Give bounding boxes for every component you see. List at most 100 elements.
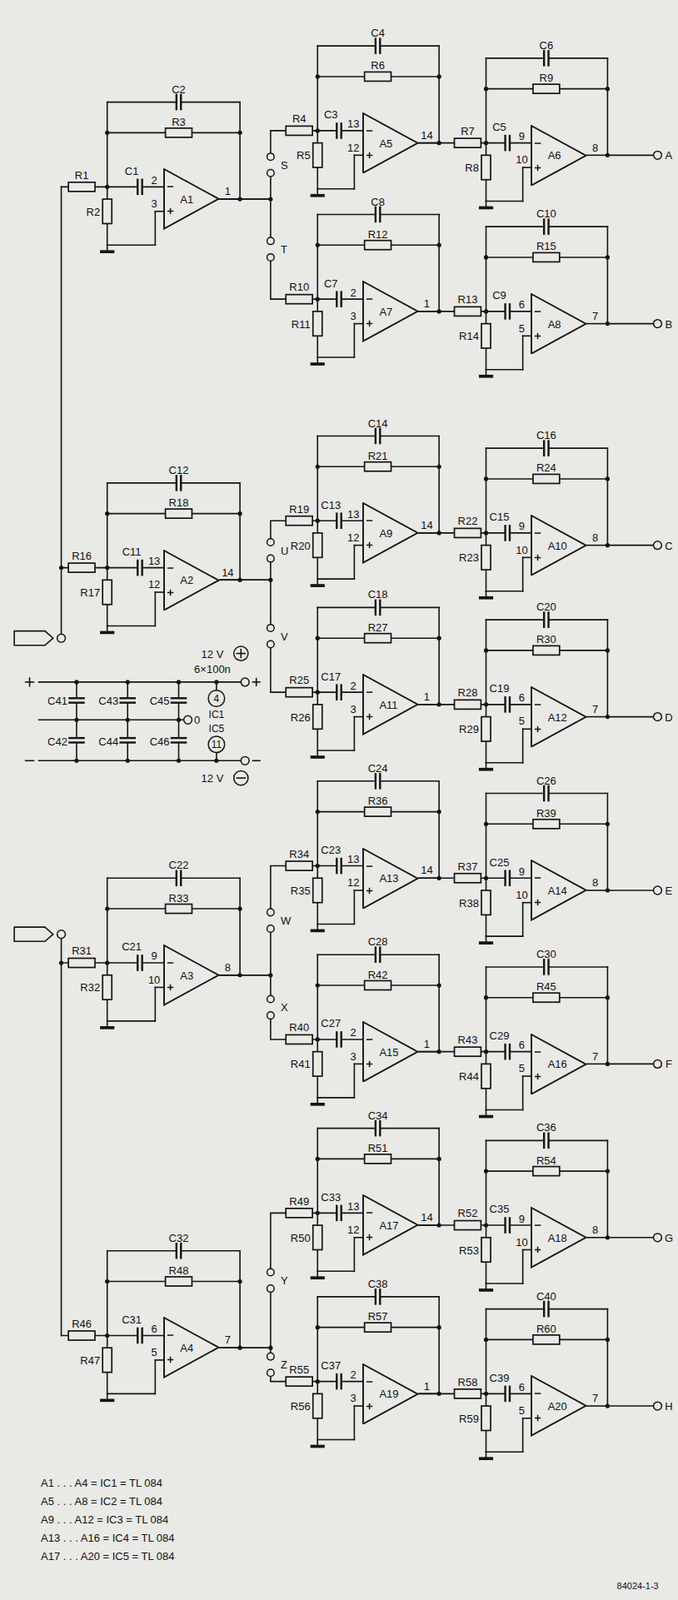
junction-dot <box>437 1156 442 1162</box>
wire <box>523 727 532 730</box>
part-name: C37 <box>320 1360 341 1371</box>
part-name: R23 <box>458 552 479 564</box>
capacitor-plate <box>136 179 139 195</box>
resistor-symbol <box>102 1347 112 1372</box>
resistor-symbol <box>454 306 482 316</box>
minus-symbol <box>25 759 35 762</box>
capacitor-plate <box>547 219 549 235</box>
capacitor-plate <box>339 513 342 529</box>
part-name: C8 <box>370 195 385 207</box>
minus-symbol <box>534 703 541 706</box>
op-amp-name: A11 <box>378 698 398 710</box>
part-name: C14 <box>368 417 389 429</box>
capacitor-plate <box>508 1386 511 1401</box>
junction-dot <box>104 184 110 190</box>
part-name: C32 <box>169 1231 190 1243</box>
plus-symbol <box>368 320 371 327</box>
op-amp: A12 <box>530 686 587 748</box>
terminal-ring <box>653 541 663 550</box>
resistor-symbol <box>533 819 560 829</box>
minus-symbol <box>534 1393 541 1396</box>
junction-dot <box>315 518 320 524</box>
op-amp-triangle <box>363 848 418 909</box>
resistor-symbol <box>165 904 193 914</box>
pin-number: 5 <box>518 715 525 727</box>
pin-number: 7 <box>592 702 599 714</box>
junction-dot <box>483 86 489 91</box>
capacitor-plate <box>543 959 545 974</box>
capacitor-plate <box>508 1218 511 1233</box>
junction-dot <box>605 254 610 260</box>
wire <box>438 954 440 1052</box>
junction-dot <box>437 1049 442 1054</box>
ground-symbol <box>478 941 494 945</box>
ground-wire <box>316 1271 319 1277</box>
part-name: R9 <box>539 72 554 84</box>
wire <box>353 544 363 547</box>
junction-dot <box>605 1235 610 1240</box>
wire <box>316 954 319 1040</box>
resistor-symbol <box>364 462 392 472</box>
minus-symbol <box>252 759 260 762</box>
jumper-name: X <box>280 1002 289 1013</box>
resistor-symbol <box>454 138 482 148</box>
wire <box>587 323 609 325</box>
resistor-symbol <box>364 980 392 990</box>
junction-dot <box>315 74 320 79</box>
part-name: C36 <box>536 1121 557 1133</box>
wire <box>587 1063 609 1066</box>
junction-dot <box>176 679 181 684</box>
part-name: R4 <box>292 113 307 125</box>
junction-dot <box>483 1169 489 1174</box>
junction-dot <box>237 1279 242 1284</box>
capacitor-plate <box>378 947 381 963</box>
jumper-gap <box>267 1002 274 1013</box>
resistor-symbol <box>165 1276 193 1287</box>
op-amp-name: A1 <box>179 194 194 205</box>
capacitor-plate <box>508 871 511 886</box>
wire <box>239 483 241 580</box>
minus-symbol <box>167 962 174 964</box>
junction-dot <box>605 1337 610 1342</box>
capacitor-plate <box>374 947 377 963</box>
junction-dot <box>437 1391 442 1396</box>
plus-symbol <box>537 1072 539 1079</box>
output-name: A <box>665 149 674 161</box>
resistor-symbol <box>533 252 560 262</box>
junction-dot <box>437 243 442 248</box>
minus-symbol <box>366 1038 373 1041</box>
capacitor-plate <box>374 773 377 788</box>
pin-number: 2 <box>350 1026 357 1038</box>
capacitor-plate <box>140 1328 143 1343</box>
part-name: R58 <box>458 1375 479 1387</box>
junction-dot <box>437 1222 442 1227</box>
minus-symbol <box>366 519 373 522</box>
ground-symbol <box>99 1026 115 1030</box>
ground-wire <box>316 923 319 929</box>
minus-symbol <box>534 1224 541 1227</box>
wire <box>353 1405 363 1407</box>
wire <box>522 167 524 201</box>
junction-dot <box>483 822 489 827</box>
junction-dot <box>315 128 320 133</box>
junction-dot <box>437 74 442 79</box>
supply-rail <box>39 681 242 683</box>
junction-dot <box>176 758 181 763</box>
junction-dot <box>268 1346 273 1351</box>
capacitor-plate <box>508 135 511 150</box>
capacitor-plate <box>175 475 178 490</box>
jumper-name: T <box>280 244 288 255</box>
part-name: R29 <box>458 723 479 735</box>
wire <box>607 58 609 155</box>
capacitor-plate <box>378 1289 381 1304</box>
pin-number: 8 <box>224 961 231 973</box>
terminal-ring <box>234 771 249 786</box>
wire <box>607 1309 609 1406</box>
op-amp: A5 <box>362 112 419 175</box>
ground-symbol <box>310 929 325 933</box>
plus-symbol <box>537 554 539 561</box>
resistor-symbol <box>533 645 560 655</box>
part-name: R48 <box>169 1265 190 1277</box>
